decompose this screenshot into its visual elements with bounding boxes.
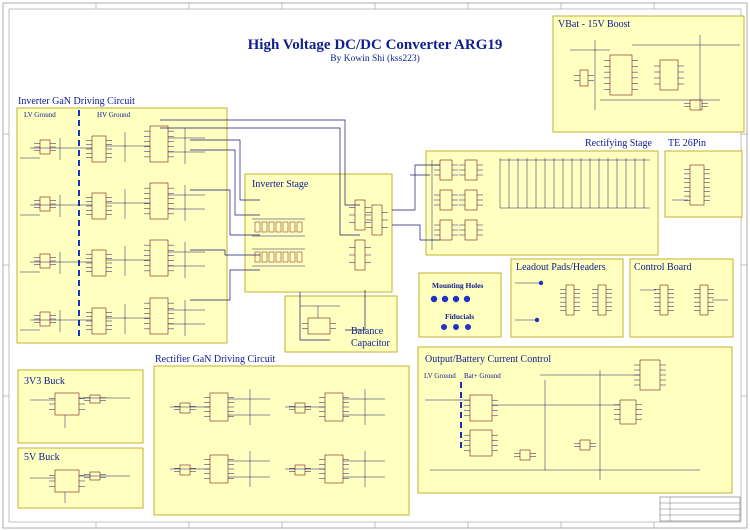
- panel-rectifier-driving: [153, 365, 410, 516]
- panel-buck-3v3: [17, 369, 144, 444]
- panel-mounting-fiducials: [418, 272, 502, 338]
- label-fiducials: Fiducials: [445, 312, 475, 321]
- label-vbat-boost: VBat - 15V Boost: [558, 19, 631, 30]
- label-control-board: Control Board: [634, 262, 692, 273]
- label-rectifier-driving: Rectifier GaN Driving Circuit: [155, 354, 276, 365]
- mounting-hole-symbols: [430, 280, 544, 330]
- label-hv-ground-left: HV Ground: [97, 111, 131, 119]
- frame-ticks: [3, 3, 747, 528]
- label-lv-ground-right: LV Ground: [424, 372, 456, 380]
- label-leadout: Leadout Pads/Headers: [516, 262, 606, 273]
- inter-block-wires: [160, 119, 440, 341]
- panel-te-26pin: [664, 150, 743, 218]
- label-rectifying-stage: Rectifying Stage: [585, 138, 652, 149]
- label-inverter-stage: Inverter Stage: [252, 179, 309, 190]
- component-detail: [20, 35, 740, 503]
- panel-leadout: [510, 258, 624, 338]
- label-inverter-driving: Inverter GaN Driving Circuit: [18, 96, 135, 107]
- panel-inverter-driving: [16, 107, 228, 344]
- label-mounting-holes: Mounting Holes: [432, 281, 484, 290]
- page-subtitle: By Kowin Shi (kss223): [330, 54, 420, 64]
- isolation-dashes: [78, 110, 462, 450]
- label-bat-ground: Bat+ Ground: [464, 372, 501, 380]
- label-lv-ground-left: LV Ground: [24, 111, 56, 119]
- label-balance: Balance: [351, 326, 384, 337]
- panel-balance-capacitor: [284, 295, 398, 353]
- page-title: High Voltage DC/DC Converter ARG19: [247, 37, 503, 53]
- label-buck-5v: 5V Buck: [24, 452, 60, 463]
- label-output-control: Output/Battery Current Control: [425, 354, 552, 365]
- panel-rectifying-stage: [425, 150, 659, 256]
- panel-control-board: [629, 258, 734, 338]
- label-te-26pin: TE 26Pin: [668, 138, 707, 149]
- panel-vbat-boost: [552, 15, 745, 133]
- label-buck-3v3: 3V3 Buck: [24, 376, 65, 387]
- label-capacitor: Capacitor: [351, 338, 390, 349]
- panel-output-control: [417, 346, 733, 494]
- panel-inverter-stage: [244, 173, 393, 293]
